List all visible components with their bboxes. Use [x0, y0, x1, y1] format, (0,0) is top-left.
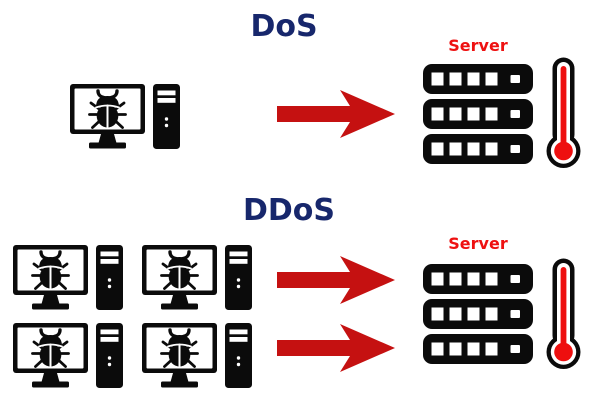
ddos-attack-arrows — [277, 256, 395, 372]
malware-bug-icon — [160, 328, 199, 368]
monitor-stand — [170, 295, 189, 304]
server-unit — [423, 299, 533, 329]
malware-bug-icon — [31, 250, 70, 290]
ddos-title: DDoS — [242, 193, 336, 228]
server-unit — [423, 334, 533, 364]
ddos-attacker-group — [13, 245, 252, 389]
monitor-base — [161, 303, 198, 310]
desktop-tower-icon — [225, 323, 252, 388]
monitor-base — [32, 381, 69, 388]
infected-computer-icon — [142, 245, 252, 310]
monitor-stand — [170, 373, 189, 382]
overload-thermometer — [545, 57, 582, 169]
dos-attack-arrows — [277, 90, 395, 138]
attack-arrow-icon — [277, 256, 395, 304]
infected-computer-icon — [142, 323, 252, 388]
server-unit — [423, 64, 533, 94]
server-label: Server — [448, 36, 508, 55]
attack-arrow-icon — [277, 324, 395, 372]
thermometer-icon — [546, 258, 581, 369]
desktop-tower-icon — [96, 323, 123, 388]
desktop-tower-icon — [225, 245, 252, 310]
server-label: Server — [448, 234, 508, 253]
malware-bug-icon — [88, 89, 127, 129]
dos-title: DoS — [250, 9, 318, 44]
thermometer-icon — [546, 57, 581, 168]
monitor-base — [161, 381, 198, 388]
monitor-base — [89, 142, 126, 149]
overload-thermometer — [545, 258, 582, 370]
malware-bug-icon — [31, 328, 70, 368]
desktop-tower-icon — [153, 84, 180, 149]
server-rack-icon — [423, 64, 533, 164]
attack-arrow-icon — [277, 90, 395, 138]
infected-computer-icon — [70, 84, 180, 149]
server-unit — [423, 134, 533, 164]
monitor-stand — [98, 134, 117, 143]
monitor-stand — [41, 373, 60, 382]
desktop-tower-icon — [96, 245, 123, 310]
server-unit — [423, 264, 533, 294]
server-rack-icon — [423, 264, 533, 364]
dos-attacker-group — [70, 84, 180, 150]
server-unit — [423, 99, 533, 129]
server-rack — [423, 64, 533, 164]
infected-computer-icon — [13, 245, 123, 310]
monitor-stand — [41, 295, 60, 304]
malware-bug-icon — [160, 250, 199, 290]
server-rack — [423, 264, 533, 364]
infected-computer-icon — [13, 323, 123, 388]
monitor-base — [32, 303, 69, 310]
